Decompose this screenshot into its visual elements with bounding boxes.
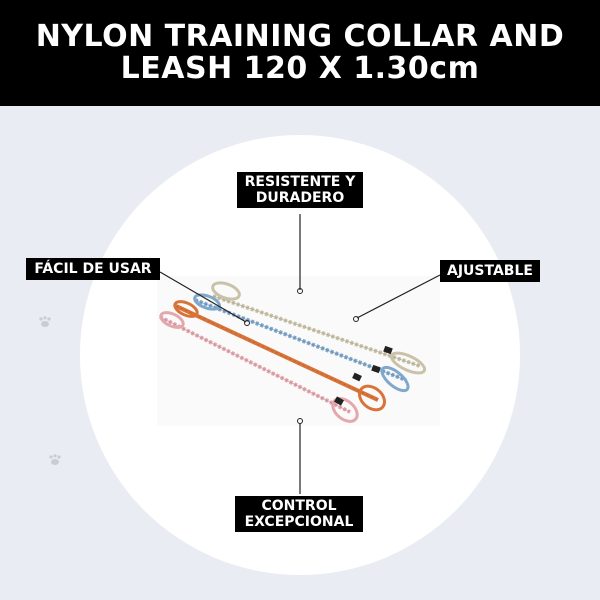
label-top-line-2: DURADERO [255,190,345,206]
label-ajustable: AJUSTABLE [440,260,540,282]
title-line-2: LEASH 120 X 1.30cm [120,51,480,86]
label-control-excepcional: CONTROL EXCEPCIONAL [235,496,363,532]
label-resistente-duradero: RESISTENTE Y DURADERO [237,172,363,208]
orange-leash [173,300,387,412]
label-right-text: AJUSTABLE [447,263,533,279]
pink-leash [159,311,359,423]
label-left-text: FÁCIL DE USAR [34,261,152,277]
pointer-lines [159,214,441,494]
label-bottom-line-2: EXCEPCIONAL [244,514,354,530]
beige-leash [211,281,427,375]
paw-icon [49,454,61,465]
label-top-line-1: RESISTENTE Y [244,174,356,190]
paw-icon [39,316,51,327]
label-facil-de-usar: FÁCIL DE USAR [26,258,160,280]
label-bottom-line-1: CONTROL [261,498,337,514]
header-banner: NYLON TRAINING COLLAR AND LEASH 120 X 1.… [0,0,600,106]
product-photo-area [157,276,440,426]
title-line-1: NYLON TRAINING COLLAR AND [35,19,565,54]
